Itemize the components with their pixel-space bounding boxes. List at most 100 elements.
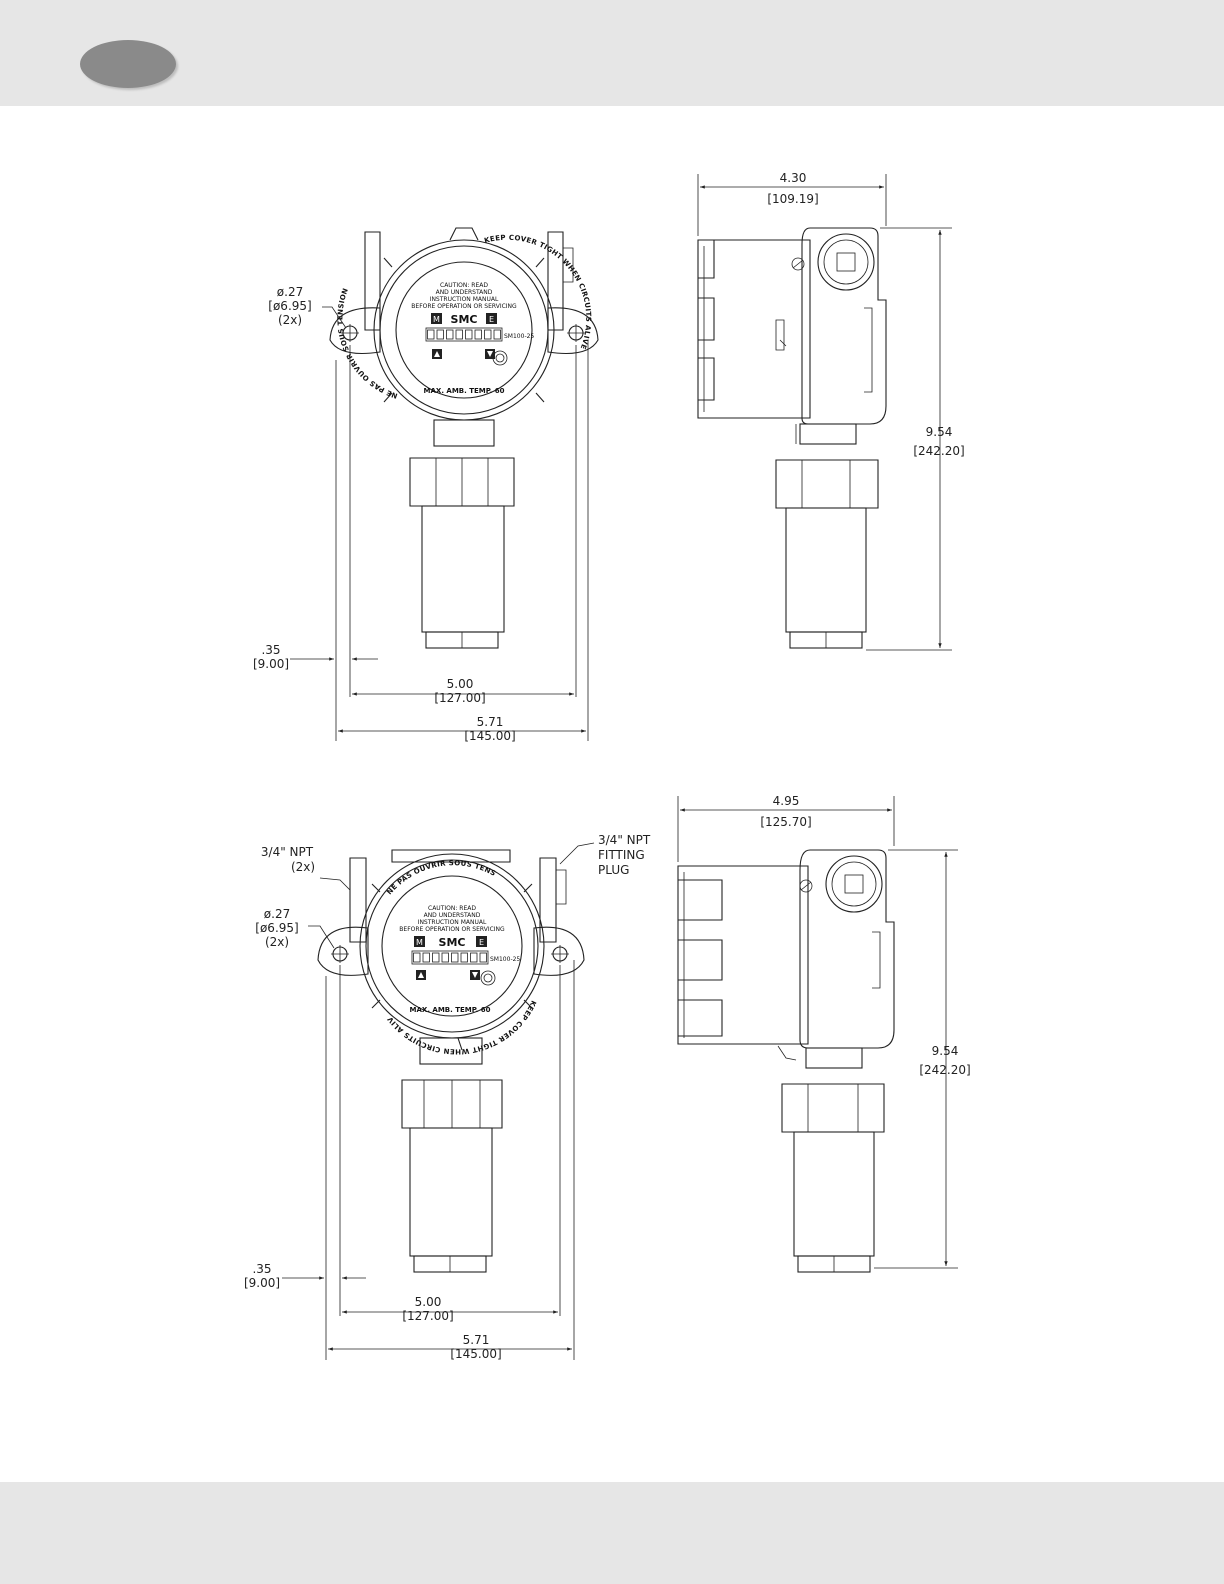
side-height-mm-label: [242.20] — [919, 1063, 970, 1077]
brand-logo: SMC — [439, 936, 466, 949]
offset-label: .35 — [252, 1262, 271, 1276]
ring-text-left: NE PAS OUVRIR SOUS TENSION — [336, 287, 398, 400]
model-label: SM100-25 — [490, 956, 520, 963]
magnet-icon — [480, 970, 496, 986]
header-band — [0, 0, 1224, 106]
caution-line-1: CAUTION: READ — [428, 905, 476, 912]
mount-spacing-label: 5.00 — [415, 1295, 442, 1309]
side-depth-mm-label: [125.70] — [760, 815, 811, 829]
plug-label-3: PLUG — [598, 863, 629, 877]
lcd-digit-cell — [436, 329, 444, 340]
npt-leader — [319, 877, 351, 891]
svg-text:KEEP COVER TIGHT WHEN CIRCUITS: KEEP COVER TIGHT WHEN CIRCUITS ALIVE — [0, 0, 537, 1055]
side-height-mm-label: [242.20] — [913, 444, 964, 458]
hole-count-label: (2x) — [265, 935, 289, 949]
enter-button — [486, 313, 497, 324]
lcd-digit-cell — [451, 952, 459, 963]
side-depth-mm-label: [109.19] — [767, 192, 818, 206]
lcd-digit-cell — [493, 329, 501, 340]
lcd-digit-cell — [455, 329, 463, 340]
npt-label: 3/4" NPT — [261, 845, 314, 859]
side-housing — [799, 849, 895, 1049]
sensor-body — [421, 505, 505, 633]
plug-leader — [559, 842, 595, 865]
hole-leader — [322, 306, 347, 329]
offset-label: .35 — [261, 643, 280, 657]
page-number-badge — [80, 40, 176, 88]
caution-line-2: AND UNDERSTAND — [436, 289, 493, 296]
mount-spacing-mm-label: [127.00] — [402, 1309, 453, 1323]
screw-icon — [791, 257, 805, 271]
hole-dia-label: ø.27 — [264, 907, 290, 921]
lcd-digit-cell — [413, 952, 421, 963]
svg-text:M: M — [416, 938, 423, 947]
lcd-digit-cell — [479, 952, 487, 963]
npt-count-label: (2x) — [291, 860, 315, 874]
conduit-hub — [825, 855, 883, 913]
caution-line-3: INSTRUCTION MANUAL — [418, 919, 487, 926]
mount-spacing-mm-label: [127.00] — [434, 691, 485, 705]
bottom-front-view: NE PAS OUVRIR SOUS TENSION KEEP COVER TI… — [0, 0, 651, 1361]
lcd-digit-cell — [422, 952, 430, 963]
offset-mm-label: [9.00] — [244, 1276, 280, 1290]
top-front-view: NE PAS OUVRIR SOUS TENSION KEEP COVER TI… — [253, 227, 599, 743]
neck — [433, 419, 495, 447]
side-depth-label: 4.30 — [780, 171, 807, 185]
side-cover — [677, 865, 809, 1045]
ring-text-bottom: MAX. AMB. TEMP. 60 — [424, 387, 505, 395]
side-cover — [697, 239, 811, 419]
lcd-digit-cell — [460, 952, 468, 963]
hole-count-label: (2x) — [278, 313, 302, 327]
caution-line-4: BEFORE OPERATION OR SERVICING — [411, 303, 517, 310]
lcd-digit-cell — [470, 952, 478, 963]
plug-label-2: FITTING — [598, 848, 645, 862]
overall-width-label: 5.71 — [463, 1333, 490, 1347]
lcd-digit-cell — [474, 329, 482, 340]
magnet-icon — [492, 350, 508, 366]
mount-spacing-label: 5.00 — [447, 677, 474, 691]
mounting-ear-left — [329, 307, 381, 355]
lcd-digit-cell — [427, 329, 435, 340]
enter-button — [476, 936, 487, 947]
hole-dia-mm-label: [ø6.95] — [255, 921, 298, 935]
overall-width-mm-label: [145.00] — [464, 729, 515, 743]
svg-text:NE PAS OUVRIR SOUS TENSION: NE PAS OUVRIR SOUS TENSION — [0, 0, 497, 896]
hole-dia-label: ø.27 — [277, 285, 303, 299]
lcd-display — [425, 327, 503, 342]
model-label: SM100-25 — [504, 333, 534, 340]
lcd-digit-cell — [484, 329, 492, 340]
caution-line-1: CAUTION: READ — [440, 282, 488, 289]
svg-text:NE PAS OUVRIR SOUS TENSION: NE PAS OUVRIR SOUS TENSION — [336, 287, 398, 400]
lcd-digit-cell — [432, 952, 440, 963]
hole-dia-mm-label: [ø6.95] — [268, 299, 311, 313]
mode-button — [431, 313, 442, 324]
plug-label-1: 3/4" NPT — [598, 833, 651, 847]
conduit-hub — [817, 233, 875, 291]
lcd-digit-cell — [465, 329, 473, 340]
brand-logo: SMC — [451, 313, 478, 326]
overall-width-mm-label: [145.00] — [450, 1347, 501, 1361]
offset-mm-label: [9.00] — [253, 657, 289, 671]
svg-text:M: M — [433, 315, 440, 324]
lcd-digit-cell — [446, 329, 454, 340]
lcd-digit-cell — [441, 952, 449, 963]
top-side-view: 4.30 [109.19] 9.54 [242.20] — [697, 171, 965, 651]
caution-line-4: BEFORE OPERATION OR SERVICING — [399, 926, 505, 933]
overall-width-label: 5.71 — [477, 715, 504, 729]
hole-leader — [308, 925, 335, 949]
mode-button — [414, 936, 425, 947]
ring-text-top: NE PAS OUVRIR SOUS TENSION — [0, 0, 497, 896]
lcd-display — [411, 950, 489, 965]
svg-text:E: E — [479, 938, 484, 947]
side-height-label: 9.54 — [926, 425, 953, 439]
bottom-side-view: 4.95 [125.70] 9.54 [242.20] — [677, 794, 971, 1273]
sensor-hex — [409, 457, 515, 507]
ring-text-bottom: KEEP COVER TIGHT WHEN CIRCUITS ALIVE — [0, 0, 537, 1055]
ring-text-temp: MAX. AMB. TEMP. 60 — [410, 1006, 491, 1014]
side-height-label: 9.54 — [932, 1044, 959, 1058]
caution-line-3: INSTRUCTION MANUAL — [430, 296, 499, 303]
screw-icon — [799, 879, 813, 893]
footer-band — [0, 1482, 1224, 1584]
svg-text:E: E — [489, 315, 494, 324]
